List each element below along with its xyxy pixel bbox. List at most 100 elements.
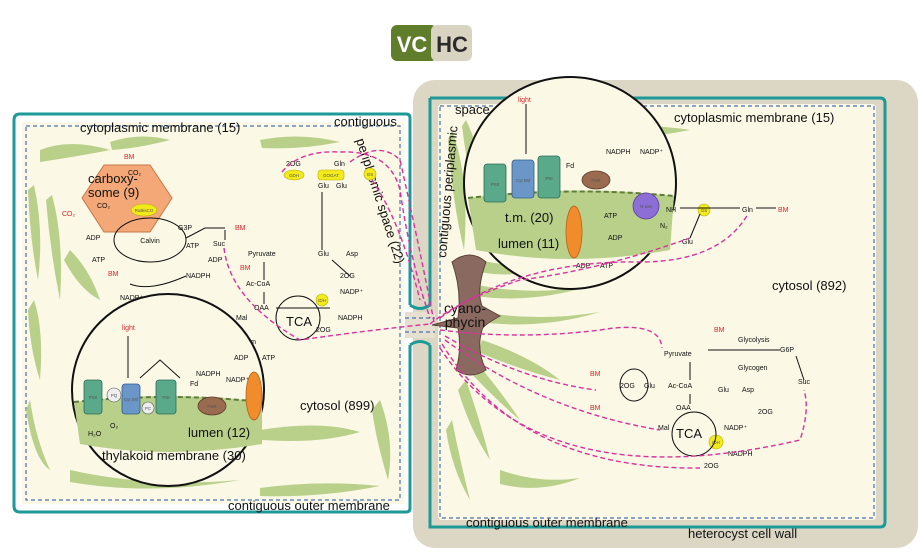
vc-o2-label: O₂ [110,423,118,430]
vc-pq-marker [106,387,122,403]
carboxysome-co2-top-label: CO₂ [128,170,142,177]
vc-nitrogen-assimilation: 2OG Gln Glu Glu GDH GOGAT GS Glu Asp 2OG… [283,161,377,334]
hc-gln-label: Gln [742,207,753,214]
vc-h2o-label: H₂O [88,431,102,438]
hc-glycolysis-label: Glycolysis [738,337,770,344]
hc-cytosol-label: cytosol (892) [772,278,846,293]
rubisco-label: RuBisCO [135,208,154,213]
hc-nase-label: N-ase [640,204,653,209]
hc-nadph-label-1: NADPH [606,149,631,156]
hc-idh-label: IDH [712,440,720,445]
vc-fd-label: Fd [190,381,198,388]
hc-2og-label-1: 2OG [620,383,635,390]
hc-space-label: space [455,102,490,117]
vc-oaa-label: OAA [254,305,269,312]
hc-atp-label: ATP [604,213,617,220]
vc-glu-label-1: Glu [318,183,329,190]
vc-asp-label: Asp [346,251,358,258]
heterocyst-cytoplasmic-membrane-line [439,105,875,519]
vc-gs-marker [363,167,377,181]
vc-tca-label: TCA [286,314,312,329]
vc-nadph-label-3: NADPH [196,371,221,378]
hc-nadp-label-1: NADP⁺ [640,149,663,156]
vc-pc-label: PC [145,406,152,411]
vc-adp-label-1: ADP [208,257,223,264]
vc-nadph-label-1: NADPH [186,273,211,280]
hc-acoa-label: Ac-CoA [668,383,692,390]
vc-contiguous-label: contiguous [334,114,397,129]
hc-cyt-b6f [511,159,535,199]
hc-nitrogenase [632,192,660,220]
vc-bm-suc: BM [235,225,246,232]
hc-atp-label-2: ATP [600,263,613,270]
cyanophycin-granule: cyano- phycin [431,254,502,376]
hc-tag-bg [431,25,472,61]
hc-asp-label: Asp [742,387,754,394]
hc-fd-label: Fd [566,163,574,170]
vc-thylakoid-streaks [26,136,391,497]
hc-tca-label: TCA [676,426,702,441]
carboxysome-label-2: some (9) [88,185,139,200]
vc-atp-label-2: ATP [92,257,105,264]
hc-adp-label-2: ADP [576,263,591,270]
vc-mal-label: Mal [236,315,248,322]
hc-nadph-label-2: NADPH [728,451,753,458]
vc-psi [155,379,177,415]
hc-psi-label: PSI [545,176,552,181]
hc-bm-g6p: BM [714,327,725,334]
vc-nadp-label-1: NADP⁺ [120,295,143,302]
vegetative-cytoplasmic-membrane-line [25,125,401,501]
vc-psi-label: PSI [162,395,169,400]
vc-atp-label-1: ATP [186,243,199,250]
hc-pyruvate-label: Pyruvate [664,351,692,358]
hc-lumen-label: lumen (11) [498,236,559,251]
hc-glu-label-3: Glu [718,387,729,394]
vc-bm-top: BM [124,154,135,161]
hc-light-label: light [518,97,531,104]
vc-light-label: light [122,325,135,332]
vc-co2-outside: CO₂ [62,211,76,218]
hc-2og-label-3: 2OG [704,463,719,470]
hc-bm-left-1: BM [590,371,601,378]
vc-fnr-label: FNR [207,404,217,409]
hc-psi [537,155,561,199]
vc-glu-label-2: Glu [336,183,347,190]
hc-psii [483,163,507,203]
hc-cytoplasmic-membrane-label: cytoplasmic membrane (15) [674,110,834,125]
hc-2og-glu-cycle [619,368,649,402]
carboxysome: carboxy- some (9) RuBisCO CO₂ CO₂ [81,164,173,233]
hc-bm-left-2: BM [590,405,601,412]
hc-fnr-label: FNR [591,178,601,183]
vc-suc-label: Suc [213,241,226,248]
hc-atpase [565,205,583,259]
vc-gogat-marker [317,169,345,181]
vc-fnr [197,396,227,416]
vc-lumen-label: lumen (12) [188,425,250,440]
hc-2og-label-2: 2OG [758,409,773,416]
vc-gdh-label: GDH [289,173,299,178]
calvin-label: Calvin [140,238,160,245]
vc-outer-membrane-label: contiguous outer membrane [228,498,390,513]
vc-adp-label-2: ADP [86,235,101,242]
vc-g3p-label: G3P [178,225,192,232]
vc-idh-label: IDH [318,298,326,303]
hc-oaa-label: OAA [676,405,691,412]
hc-outer-membrane-label: contiguous outer membrane [466,515,628,530]
vc-nadph-label-2: NADPH [338,315,363,322]
hc-glu-label-1: Glu [682,239,693,246]
vc-glu-label-3: Glu [318,251,329,258]
hc-thylakoid-zoom: light PSII Cyt b6f PSI FNR N-ase Fd NADP… [463,76,677,290]
vc-nadp-label-3: NADP⁺ [226,377,249,384]
vc-bm-calvin: BM [108,271,119,278]
hc-gs-label: GS [701,208,708,213]
calvin-cycle: Calvin G3P ATP ADP ADP ATP BM NADP⁺ NADP… [86,217,225,302]
vegetative-outer-membrane [12,112,412,514]
vc-bm-pyruvate: BM [240,265,251,272]
vc-psii [83,379,103,415]
hc-nh3-label: NH [666,207,676,214]
hc-nitrogen-fixation: NH GS Gln BM Glu [666,203,789,246]
vc-gdh-marker [283,169,305,181]
vc-cytosol-label: cytosol (899) [300,398,374,413]
